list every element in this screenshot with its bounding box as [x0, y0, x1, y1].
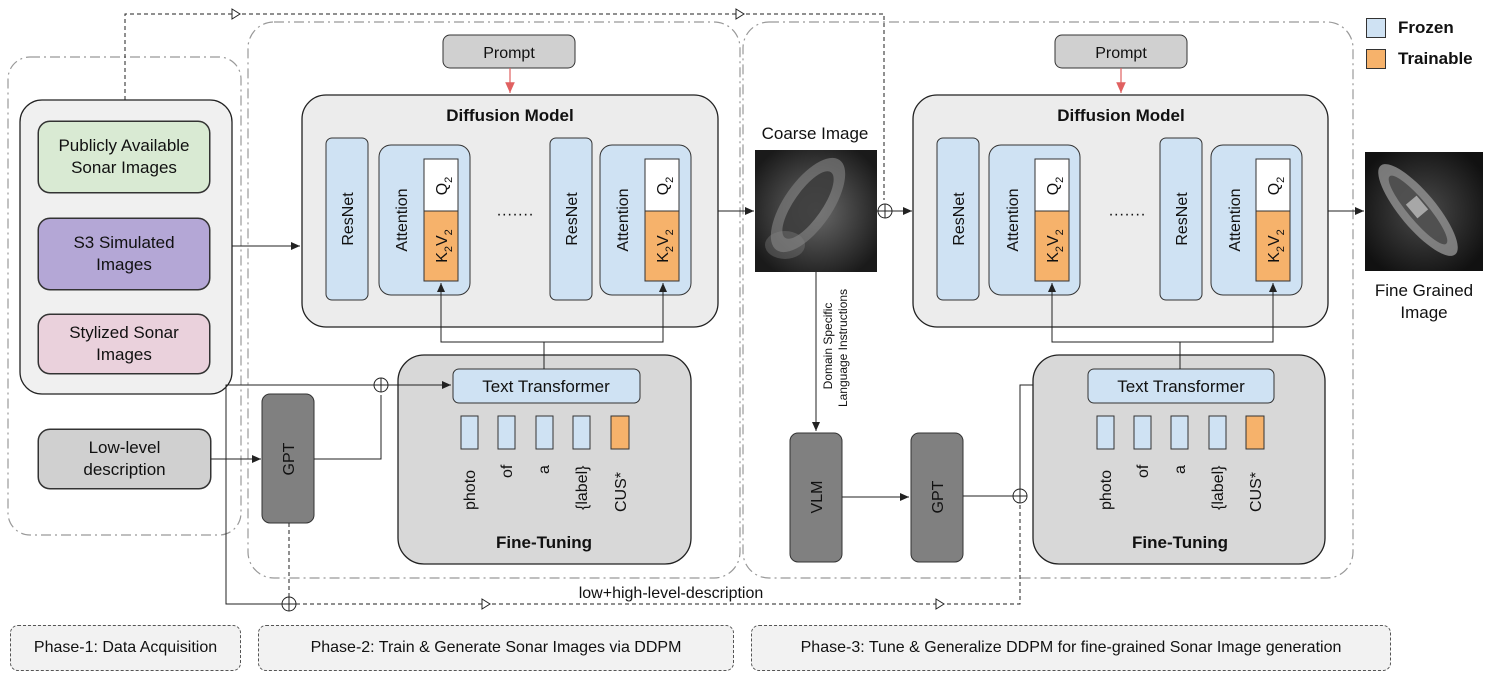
domain-instructions-line1: Domain Specific — [821, 303, 835, 390]
bottom-description-label: low+high-level-description — [579, 585, 764, 602]
legend-frozen-label: Frozen — [1398, 18, 1454, 37]
phase2-resnet-2-label: ResNet — [564, 192, 581, 246]
phase3-finetuning-label: Fine-Tuning — [1132, 533, 1228, 552]
phase3-token-a: a — [1172, 465, 1189, 474]
phase3-token-photo: photo — [1098, 470, 1115, 510]
phase2-kv-2 — [644, 210, 680, 282]
phase2-kv-1-label: K2V2 — [434, 229, 455, 263]
legend-frozen-swatch — [1366, 18, 1386, 38]
phase3-token-of: of — [1135, 464, 1152, 478]
coarse-image-label: Coarse Image — [762, 124, 869, 143]
phase3-gpt-box — [910, 432, 964, 563]
phase3-resnet-2 — [1159, 137, 1203, 301]
phase2-kv-2-label: K2V2 — [655, 229, 676, 263]
phase2-token-boxes — [460, 415, 630, 450]
phase3-token-label: {label} — [1210, 465, 1227, 510]
phase2-text-transformer — [452, 368, 641, 404]
pipeline-diagram: Publicly Available Sonar Images — [7, 8, 1483, 612]
phase2-dots: ······· — [496, 206, 533, 223]
fine-image-label-line2: Image — [1400, 303, 1447, 322]
phase3-text-transformer — [1087, 368, 1275, 404]
fine-image-label-line1: Fine Grained — [1375, 281, 1473, 300]
phase2-gpt-label: GPT — [281, 442, 298, 475]
stylized-sonar-text: Stylized Sonar Images — [38, 314, 210, 374]
phase2-token-of: of — [499, 464, 516, 478]
top-dashed-connector — [124, 13, 885, 200]
phase2-token-label: {label} — [574, 465, 591, 510]
legend-trainable-label: Trainable — [1398, 49, 1473, 68]
phase3-kv-2-label: K2V2 — [1266, 229, 1287, 263]
phase2-prompt-label: Prompt — [483, 45, 535, 62]
phase3-finetuning-box — [1032, 354, 1326, 565]
phase2-diffusion-title: Diffusion Model — [446, 106, 573, 125]
phase2-resnet-1 — [325, 137, 369, 301]
phase3-q-2-label: Q2 — [1266, 177, 1287, 196]
phase2-token-photo: photo — [462, 470, 479, 510]
phase3-token-boxes — [1096, 415, 1265, 450]
domain-instructions-line2: Language Instructions — [836, 289, 850, 407]
phase2-group — [247, 21, 741, 579]
phase3-dots: ······· — [1108, 206, 1145, 223]
phase3-gpt-label: GPT — [930, 480, 947, 513]
coarse-image — [755, 150, 877, 272]
phase3-diffusion-title: Diffusion Model — [1057, 106, 1184, 125]
phase2-attention-1-label: Attention — [394, 188, 411, 251]
phase3-kv-1-label: K2V2 — [1045, 229, 1066, 263]
phase3-attention-1-label: Attention — [1005, 188, 1022, 251]
phase2-token-cus: CUS* — [613, 472, 630, 512]
phase2-text-transformer-label: Text Transformer — [482, 377, 610, 396]
phase3-resnet-1 — [936, 137, 980, 301]
phase1-label: Phase-1: Data Acquisition — [10, 625, 241, 671]
phase3-token-cus: CUS* — [1248, 472, 1265, 512]
phase3-prompt-label: Prompt — [1095, 45, 1147, 62]
phase3-attention-2-label: Attention — [1227, 188, 1244, 251]
phase3-resnet-2-label: ResNet — [1174, 192, 1191, 246]
phase2-token-a: a — [536, 465, 553, 474]
phase2-label: Phase-2: Train & Generate Sonar Images v… — [258, 625, 734, 671]
phase3-kv-1 — [1034, 210, 1070, 282]
low-level-text: Low-level description — [38, 429, 211, 489]
phase2-resnet-1-label: ResNet — [340, 192, 357, 246]
phase2-resnet-2 — [549, 137, 593, 301]
phase3-kv-2 — [1255, 210, 1291, 282]
phase2-q-1-label: Q2 — [434, 177, 455, 196]
phase3-q-1-label: Q2 — [1045, 177, 1066, 196]
phase2-kv-1 — [423, 210, 459, 282]
phase2-finetuning-label: Fine-Tuning — [496, 533, 592, 552]
s3-simulated-text: S3 Simulated Images — [38, 218, 210, 290]
public-sonar-text: Publicly Available Sonar Images — [38, 121, 210, 193]
phase2-q-2-label: Q2 — [655, 177, 676, 196]
legend-trainable-swatch — [1366, 49, 1386, 69]
phase3-group — [742, 21, 1354, 579]
phase3-label: Phase-3: Tune & Generalize DDPM for fine… — [751, 625, 1391, 671]
fine-image — [1365, 152, 1483, 271]
vlm-label: VLM — [809, 481, 826, 514]
phase3-resnet-1-label: ResNet — [951, 192, 968, 246]
phase2-prompt-box — [442, 34, 576, 69]
phase3-text-transformer-label: Text Transformer — [1117, 377, 1245, 396]
phase2-attention-2-label: Attention — [615, 188, 632, 251]
